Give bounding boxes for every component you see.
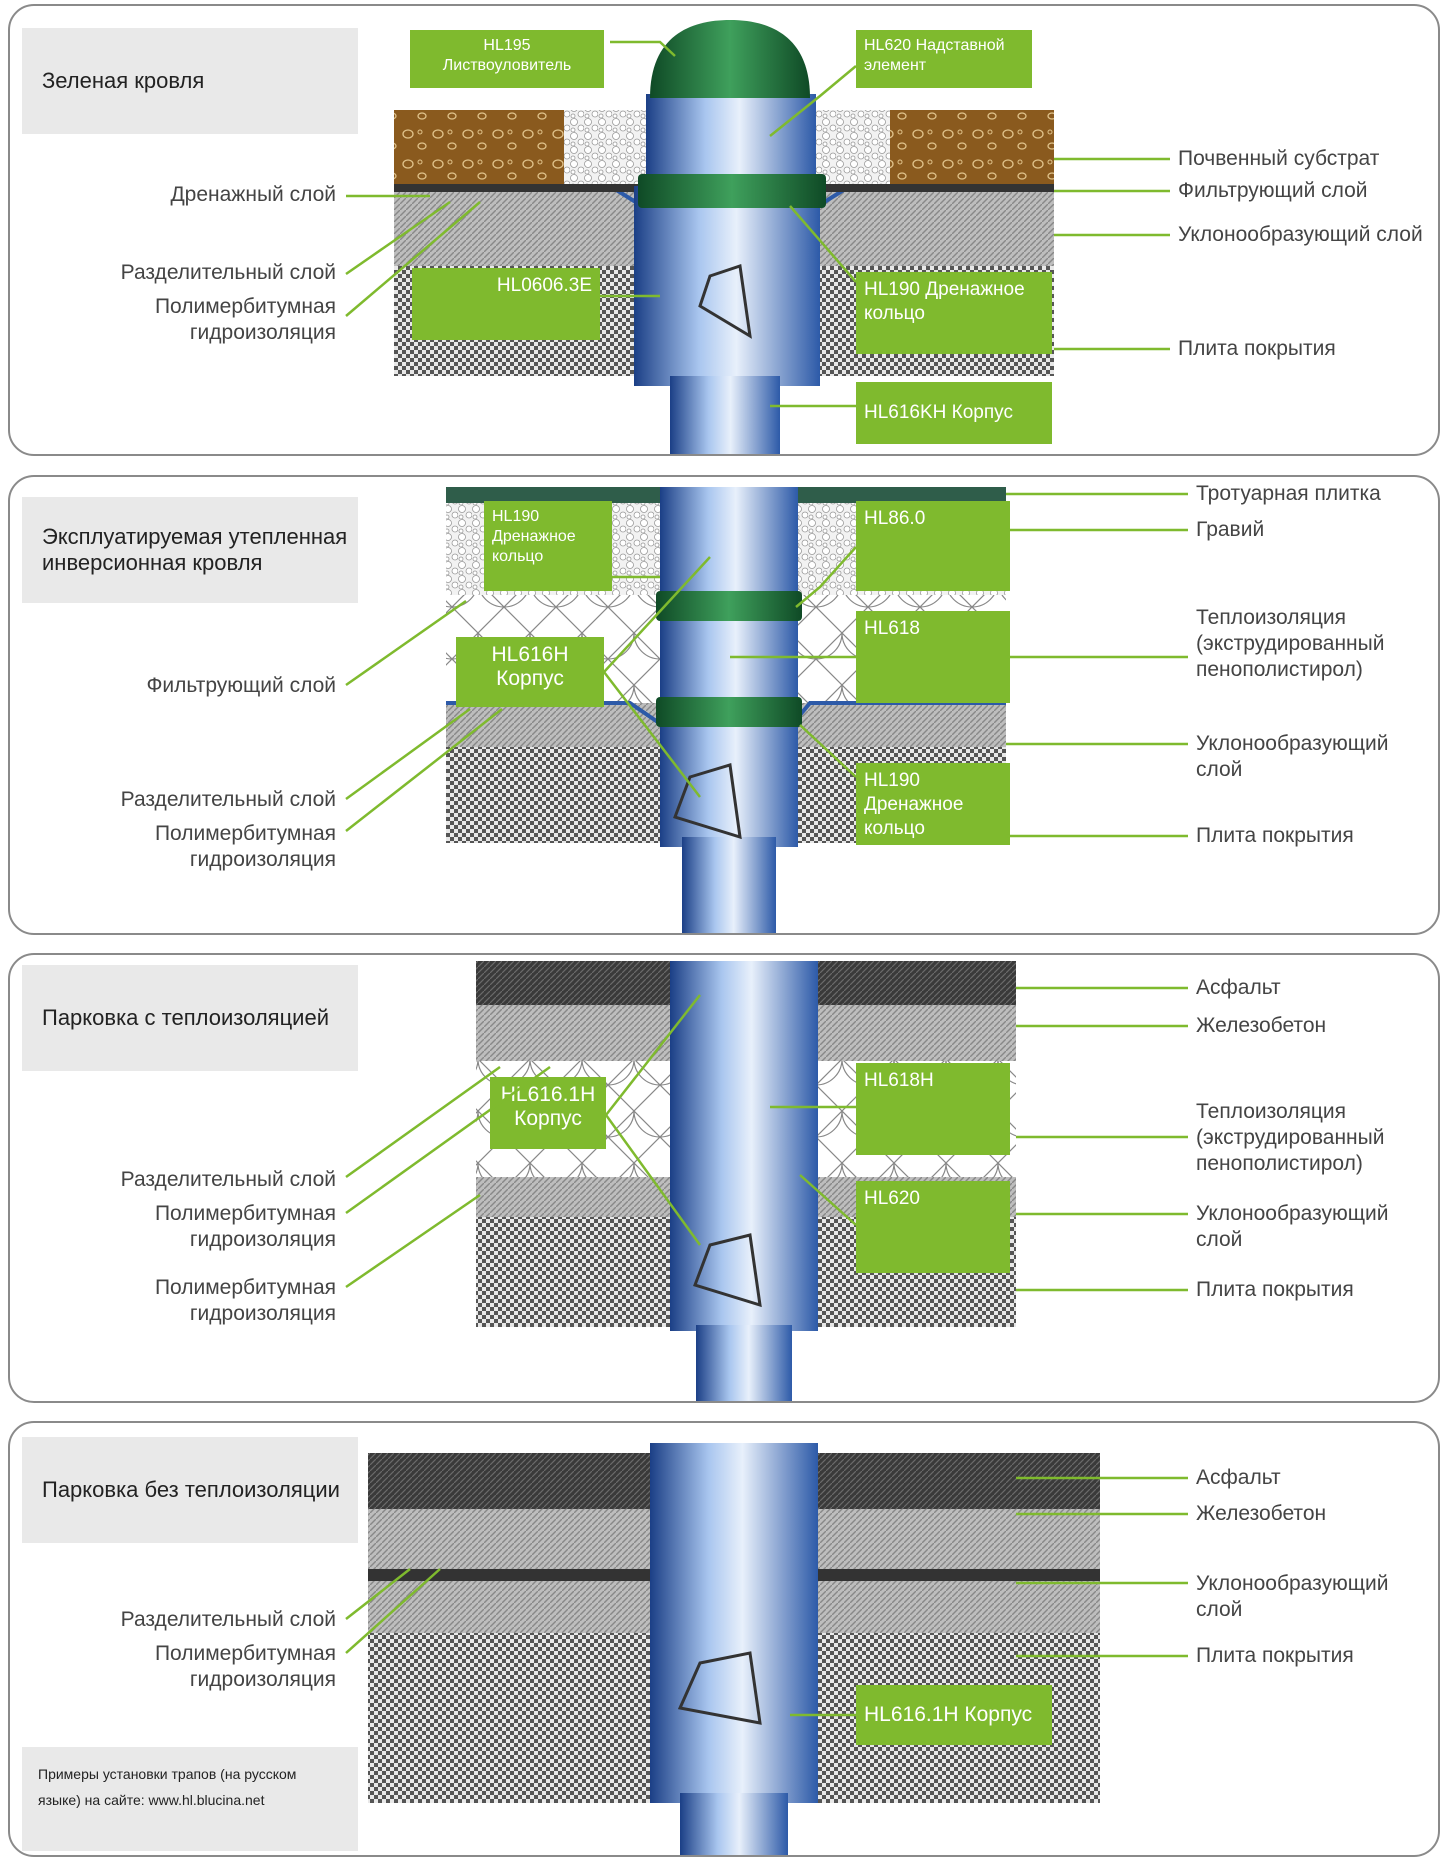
panel-title-text: Парковка с теплоизоляцией [42,1005,329,1030]
hl190a-box: HL190 Дренажное кольцо [484,501,612,591]
panel-inversion-roof: Эксплуатируемая утепленная инверсионная … [8,475,1440,935]
right-label: Асфальт [1196,1466,1281,1489]
parking-uninsulated-diagram [368,1443,1100,1855]
panel-parking-uninsulated: Парковка без теплоизоляции HL616.1H Корп… [8,1421,1440,1857]
right-label: Асфальт [1196,976,1281,999]
left-label: Полимербитумная гидроизоляция [154,1642,336,1691]
hl616kh-box: HL616KH Корпус [856,382,1052,444]
panel-title: Зеленая кровля [22,28,358,134]
left-label: Разделительный слой [120,1608,336,1631]
left-label: Полимербитумная гидроизоляция [154,1202,336,1251]
panel-green-roof: Зеленая кровля HL195 Листвоуловитель HL6… [8,4,1440,456]
right-label: Уклонообразующий слой [1178,223,1423,246]
left-label: Разделительный слой [120,1168,336,1191]
panel-title: Эксплуатируемая утепленная инверсионная … [22,497,358,603]
right-label: Тротуарная плитка [1196,482,1381,505]
right-label: Железобетон [1196,1502,1327,1525]
left-label: Разделительный слой [120,261,336,284]
right-label: Плита покрытия [1196,824,1354,847]
hl86-box: HL86.0 [856,501,1010,591]
hl616h-box: HL616H Корпус [456,637,604,707]
left-label: Полимербитумная гидроизоляция [154,1276,336,1325]
right-label: Плита покрытия [1196,1278,1354,1301]
panel-parking-insulated: Парковка с теплоизоляцией HL616.1H Корпу… [8,953,1440,1403]
right-label: Плита покрытия [1196,1644,1354,1667]
panel-title-text: Зеленая кровля [42,68,205,93]
hl6161h-box: HL616.1H Корпус [856,1685,1052,1745]
right-label: Теплоизоляция (экструдированный пенополи… [1196,1100,1385,1175]
right-label: Теплоизоляция (экструдированный пенополи… [1196,606,1385,681]
right-label: Уклонообразующий слой [1196,1202,1389,1251]
right-label: Гравий [1196,518,1265,541]
left-label: Фильтрующий слой [146,674,336,697]
left-label: Разделительный слой [120,788,336,811]
hl0606-box: HL0606.3E [412,268,600,340]
hl190b-box: HL190 Дренажное кольцо [856,763,1010,845]
right-label: Почвенный субстрат [1178,147,1380,170]
left-label: Полимербитумная гидроизоляция [154,295,336,344]
footnote: Примеры установки трапов (на русском язы… [22,1747,358,1851]
hl190-box: HL190 Дренажное кольцо [856,272,1052,354]
right-label: Уклонообразующий слой [1196,732,1389,781]
left-label: Полимербитумная гидроизоляция [154,822,336,871]
left-label: Дренажный слой [170,183,336,206]
right-label: Фильтрующий слой [1178,179,1368,202]
hl618-box: HL618 [856,611,1010,703]
right-label: Железобетон [1196,1014,1327,1037]
hl6161h-box: HL616.1H Корпус [490,1077,606,1149]
panel-title: Парковка без теплоизоляции [22,1437,358,1543]
hl618h-box: HL618H [856,1063,1010,1155]
panel-title-text: Парковка без теплоизоляции [42,1477,340,1502]
panel-title-text: Эксплуатируемая утепленная инверсионная … [42,524,348,575]
panel-title: Парковка с теплоизоляцией [22,965,358,1071]
right-label: Плита покрытия [1178,337,1336,360]
hl620-box: HL620 [856,1181,1010,1273]
hl620-box: HL620 Надставной элемент [856,30,1032,88]
right-label: Уклонообразующий слой [1196,1572,1389,1621]
hl195-box: HL195 Листвоуловитель [410,30,604,88]
